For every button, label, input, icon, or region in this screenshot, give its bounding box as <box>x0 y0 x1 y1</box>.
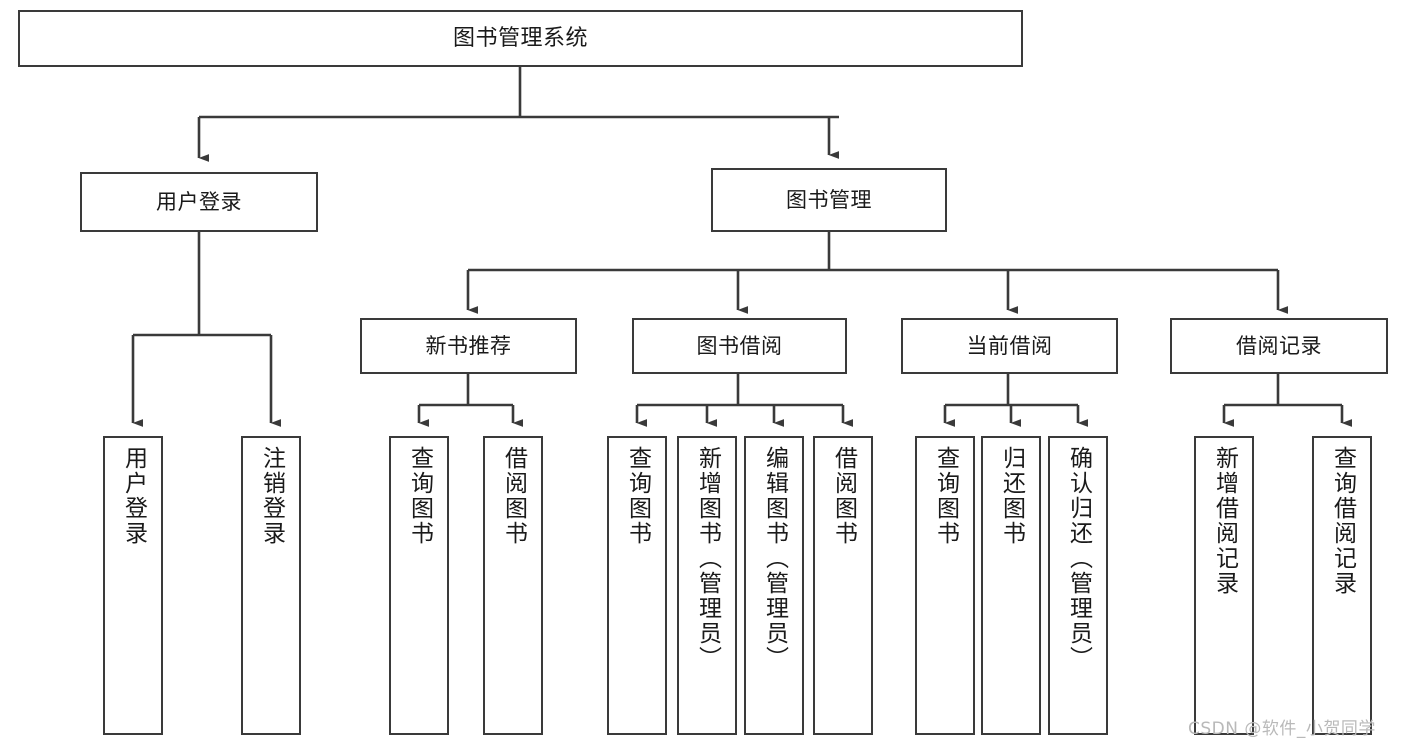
node-label: 查询借阅记录 <box>1329 446 1356 596</box>
node-leaf-query-book-current[interactable]: 查询图书 <box>915 436 975 735</box>
node-label: 用户登录 <box>120 446 147 546</box>
node-label: 图书借阅 <box>696 333 783 358</box>
node-book-borrow[interactable]: 图书借阅 <box>632 318 847 374</box>
node-leaf-logout[interactable]: 注销登录 <box>241 436 301 735</box>
node-label: 借阅图书 <box>500 446 527 546</box>
node-leaf-query-book-borrow[interactable]: 查询图书 <box>607 436 667 735</box>
node-label: 注销登录 <box>258 446 285 546</box>
node-user-login[interactable]: 用户登录 <box>80 172 318 232</box>
node-label: 图书管理系统 <box>452 25 588 51</box>
node-label: 用户登录 <box>156 189 242 214</box>
node-label: 查询图书 <box>624 446 651 546</box>
node-leaf-edit-book-admin[interactable]: 编辑图书（管理员） <box>744 436 804 735</box>
node-leaf-add-borrow-record[interactable]: 新增借阅记录 <box>1194 436 1254 735</box>
node-borrow-record[interactable]: 借阅记录 <box>1170 318 1388 374</box>
node-label: 新书推荐 <box>425 333 512 358</box>
node-label: 图书管理 <box>786 187 872 212</box>
node-leaf-confirm-return-admin[interactable]: 确认归还（管理员） <box>1048 436 1108 735</box>
node-root-library-system[interactable]: 图书管理系统 <box>18 10 1023 67</box>
node-label: 借阅图书 <box>830 446 857 546</box>
node-label: 查询图书 <box>406 446 433 546</box>
node-new-book-recommend[interactable]: 新书推荐 <box>360 318 577 374</box>
node-leaf-user-login[interactable]: 用户登录 <box>103 436 163 735</box>
node-current-borrow[interactable]: 当前借阅 <box>901 318 1118 374</box>
node-leaf-query-borrow-record[interactable]: 查询借阅记录 <box>1312 436 1372 735</box>
node-label: 查询图书 <box>932 446 959 546</box>
node-leaf-query-book-recommend[interactable]: 查询图书 <box>389 436 449 735</box>
node-leaf-borrow-book[interactable]: 借阅图书 <box>813 436 873 735</box>
node-label: 借阅记录 <box>1236 333 1322 358</box>
node-label: 新增图书（管理员） <box>694 446 721 671</box>
node-leaf-add-book-admin[interactable]: 新增图书（管理员） <box>677 436 737 735</box>
node-label: 当前借阅 <box>966 333 1053 358</box>
node-leaf-return-book[interactable]: 归还图书 <box>981 436 1041 735</box>
watermark: CSDN @软件_小贺同学 <box>1188 719 1376 739</box>
node-leaf-borrow-book-recommend[interactable]: 借阅图书 <box>483 436 543 735</box>
node-label: 新增借阅记录 <box>1211 446 1238 596</box>
node-label: 确认归还（管理员） <box>1065 446 1092 671</box>
node-label: 归还图书 <box>998 446 1025 546</box>
node-label: 编辑图书（管理员） <box>761 446 788 671</box>
node-book-management[interactable]: 图书管理 <box>711 168 947 232</box>
